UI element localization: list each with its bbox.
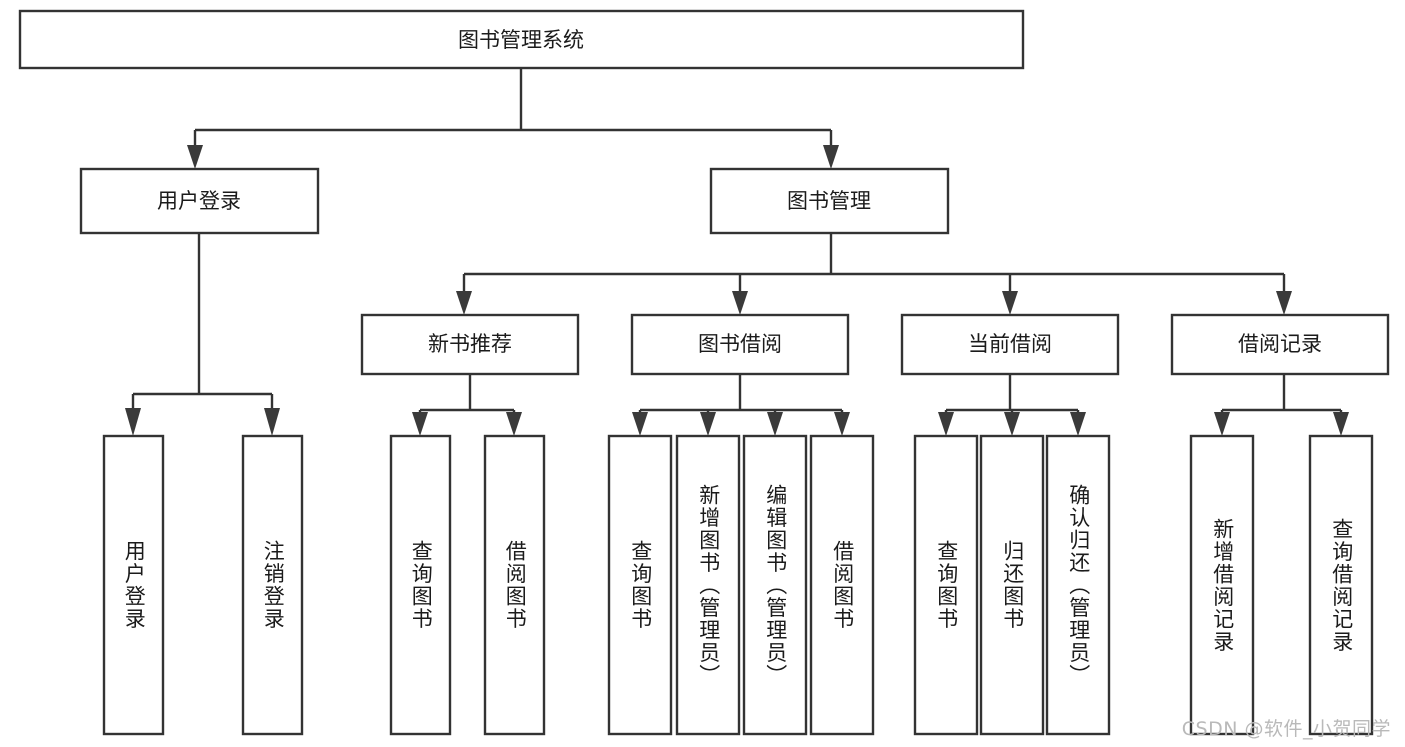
node-current-borrow-rect[interactable]	[900, 313, 1120, 376]
arrow-currentborrow-leaf3	[1070, 412, 1086, 436]
node-root-label: 图书管理系统	[458, 28, 584, 52]
node-user-login-rect[interactable]	[79, 167, 320, 235]
node-user-login[interactable]: 用户登录	[79, 167, 320, 235]
leaf-rect-logout[interactable]	[241, 434, 304, 736]
leaf-rect-return-book[interactable]	[979, 434, 1045, 736]
arrow-bookborrow-leaf3	[767, 412, 783, 436]
leaf-rect-query-borrow-record[interactable]	[1308, 434, 1374, 736]
node-root[interactable]: 图书管理系统	[18, 9, 1025, 70]
arrow-leaf-user-login	[125, 408, 141, 436]
arrow-currentborrow-leaf1	[938, 412, 954, 436]
node-current-borrow-label: 当前借阅	[968, 332, 1052, 356]
leaf-rect-query-book-1[interactable]	[389, 434, 452, 736]
arrow-newbook-leaf1	[412, 412, 428, 436]
arrow-leaf-logout	[264, 408, 280, 436]
arrow-bookborrow-leaf1	[632, 412, 648, 436]
leaf-rect-layer	[102, 434, 1374, 736]
arrow-to-book-manage	[823, 145, 839, 169]
arrow-to-new-book	[456, 291, 472, 315]
leaf-rect-borrow-book-1[interactable]	[483, 434, 546, 736]
leaf-rect-edit-book-admin[interactable]	[742, 434, 808, 736]
node-new-book-recommend-label: 新书推荐	[428, 332, 512, 356]
node-book-borrow-label: 图书借阅	[698, 332, 782, 356]
leaf-rect-query-book-3[interactable]	[913, 434, 979, 736]
node-borrow-record-label: 借阅记录	[1238, 332, 1322, 356]
node-book-borrow[interactable]: 图书借阅	[630, 313, 850, 376]
arrow-borrowrecord-leaf2	[1333, 412, 1349, 436]
node-borrow-record[interactable]: 借阅记录	[1170, 313, 1390, 376]
arrow-currentborrow-leaf2	[1004, 412, 1020, 436]
node-current-borrow[interactable]: 当前借阅	[900, 313, 1120, 376]
arrow-newbook-leaf2	[506, 412, 522, 436]
leaf-rect-add-borrow-record[interactable]	[1189, 434, 1255, 736]
arrow-to-borrow-record	[1276, 291, 1292, 315]
arrow-to-book-borrow	[732, 291, 748, 315]
arrow-bookborrow-leaf4	[834, 412, 850, 436]
leaf-rect-query-book-2[interactable]	[607, 434, 673, 736]
node-user-login-label: 用户登录	[157, 189, 241, 213]
leaf-rect-confirm-return-admin[interactable]	[1045, 434, 1111, 736]
leaf-rect-add-book-admin[interactable]	[675, 434, 741, 736]
node-borrow-record-rect[interactable]	[1170, 313, 1390, 376]
leaf-rect-user-login[interactable]	[102, 434, 165, 736]
node-book-manage-rect[interactable]	[709, 167, 950, 235]
node-book-borrow-rect[interactable]	[630, 313, 850, 376]
connector-layer	[125, 68, 1349, 436]
node-book-manage-label: 图书管理	[787, 189, 871, 213]
leaf-rect-borrow-book-2[interactable]	[809, 434, 875, 736]
arrow-bookborrow-leaf2	[700, 412, 716, 436]
arrow-to-current-borrow	[1002, 291, 1018, 315]
watermark-text: CSDN @软件_小贺同学	[1181, 718, 1391, 740]
node-book-manage[interactable]: 图书管理	[709, 167, 950, 235]
arrow-to-user-login	[187, 145, 203, 169]
node-root-rect[interactable]	[18, 9, 1025, 70]
arrow-borrowrecord-leaf1	[1214, 412, 1230, 436]
node-new-book-recommend-rect[interactable]	[360, 313, 580, 376]
node-new-book-recommend[interactable]: 新书推荐	[360, 313, 580, 376]
